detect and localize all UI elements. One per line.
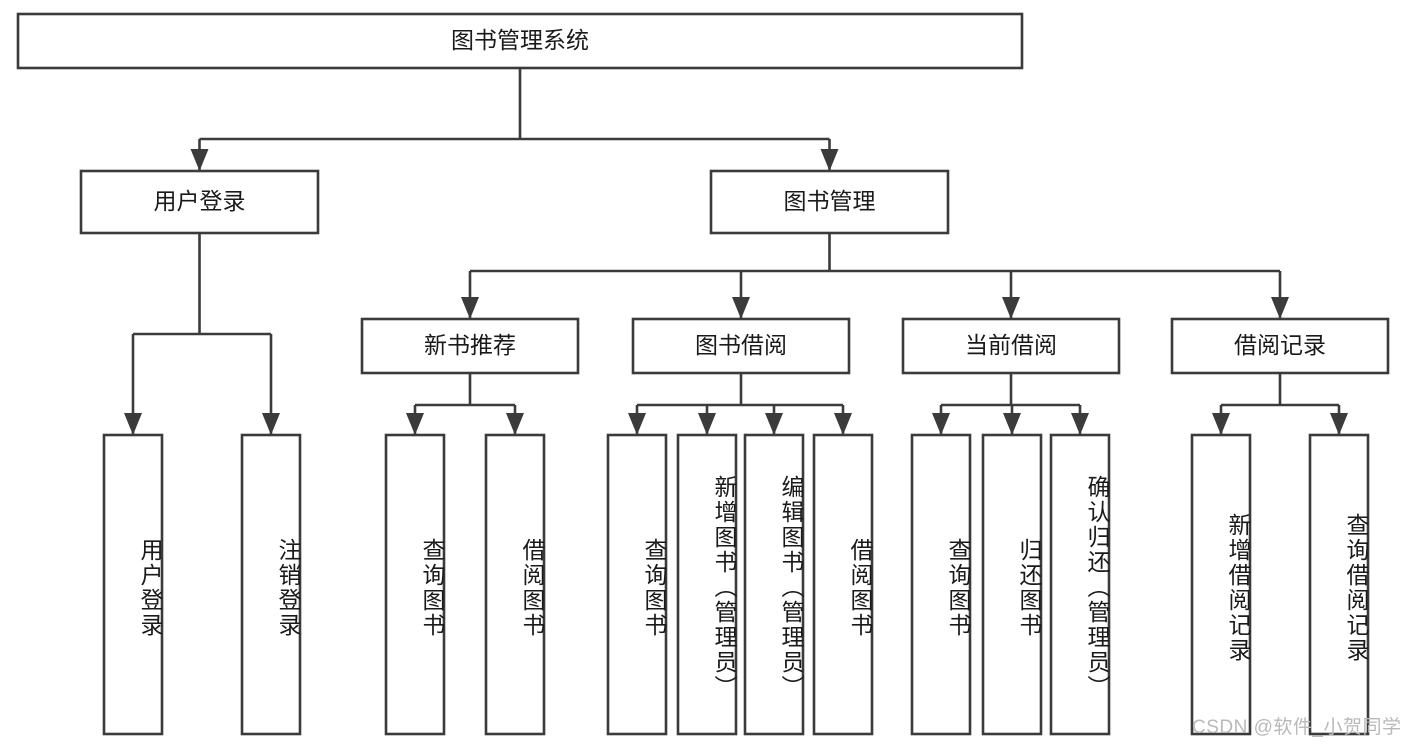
arrow-head-icon xyxy=(406,413,424,435)
arrow-head-icon xyxy=(1330,413,1348,435)
node-box-b-1[interactable] xyxy=(606,433,668,736)
node-box-record[interactable] xyxy=(1170,317,1390,375)
node-label-current: 当前借阅 xyxy=(965,332,1057,358)
node-box-n-2[interactable] xyxy=(484,433,546,736)
node-label-root: 图书管理系统 xyxy=(451,27,589,53)
node-box-login[interactable] xyxy=(79,169,320,235)
node-box-root[interactable] xyxy=(16,12,1024,70)
arrow-head-icon xyxy=(190,149,209,171)
node-box-current[interactable] xyxy=(901,317,1121,375)
node-box-n-1[interactable] xyxy=(384,433,446,736)
node-box-b-2[interactable] xyxy=(676,433,738,736)
node-box-c-1[interactable] xyxy=(910,433,972,736)
arrow-head-icon xyxy=(1003,413,1021,435)
node-label-bookmgmt: 图书管理 xyxy=(784,188,876,214)
arrow-head-icon xyxy=(1212,413,1230,435)
node-box-c-3[interactable] xyxy=(1049,433,1111,736)
arrow-head-icon xyxy=(461,297,479,319)
node-box-bookmgmt[interactable] xyxy=(709,169,950,235)
node-box-layer xyxy=(16,12,1390,736)
arrow-head-icon xyxy=(1071,413,1089,435)
arrow-head-icon xyxy=(1002,297,1020,319)
arrow-head-icon xyxy=(124,413,142,435)
arrow-head-icon xyxy=(698,413,716,435)
arrow-head-icon xyxy=(834,413,852,435)
node-box-c-2[interactable] xyxy=(981,433,1043,736)
node-label-record: 借阅记录 xyxy=(1234,332,1326,358)
node-box-b-3[interactable] xyxy=(743,433,805,736)
node-box-l-2[interactable] xyxy=(240,433,302,736)
node-box-l-1[interactable] xyxy=(102,433,164,736)
node-box-b-4[interactable] xyxy=(812,433,874,736)
connector-layer xyxy=(124,68,1348,435)
arrow-head-icon xyxy=(732,297,750,319)
node-label-login: 用户登录 xyxy=(154,188,246,214)
node-label-newbook: 新书推荐 xyxy=(424,332,516,358)
node-label-borrow: 图书借阅 xyxy=(695,332,787,358)
arrow-head-icon xyxy=(506,413,524,435)
arrow-head-icon xyxy=(1271,297,1289,319)
node-box-r-1[interactable] xyxy=(1190,433,1252,736)
node-box-r-2[interactable] xyxy=(1308,433,1370,736)
arrow-head-icon xyxy=(765,413,783,435)
arrow-head-icon xyxy=(628,413,646,435)
node-box-borrow[interactable] xyxy=(631,317,851,375)
node-box-newbook[interactable] xyxy=(360,317,580,375)
arrow-head-icon xyxy=(932,413,950,435)
arrow-head-icon xyxy=(262,413,280,435)
arrow-head-icon xyxy=(820,149,839,171)
watermark-text: CSDN @软件_小贺同学 xyxy=(1192,717,1402,738)
